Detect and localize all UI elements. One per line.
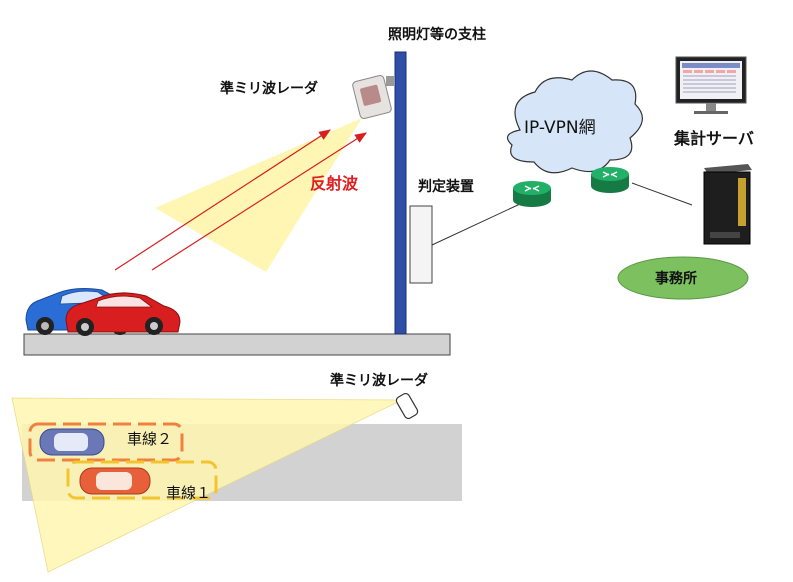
link-router-server xyxy=(631,182,693,206)
judgment-device-label: 判定装置 xyxy=(418,179,474,195)
radar-top-label: 準ミリ波レーダ xyxy=(330,373,428,389)
radar-sensor-icon xyxy=(352,75,394,119)
radar-sensor-top-icon xyxy=(395,392,419,420)
lane2-detection-box xyxy=(28,422,184,462)
lane1-detection-box xyxy=(66,460,218,500)
lane2-label: 車線２ xyxy=(127,430,173,448)
ground-slab xyxy=(23,333,451,356)
network-label: IP-VPN網 xyxy=(524,118,596,138)
car-top-blue-icon xyxy=(39,428,105,456)
radar-beam-side xyxy=(155,118,362,272)
router-icon xyxy=(591,167,629,193)
reflected-arrow-2 xyxy=(151,132,368,271)
car-top-orange-icon xyxy=(79,467,151,495)
reflected-wave-label: 反射波 xyxy=(310,174,359,193)
cloud-icon xyxy=(506,70,643,174)
radar-side-label: 準ミリ波レーダ xyxy=(220,81,318,97)
radar-beam-top xyxy=(11,397,403,573)
lane1-label: 車線１ xyxy=(166,484,212,502)
link-device-router xyxy=(431,203,521,246)
server-label: 集計サーバ xyxy=(674,129,754,148)
red-car-icon xyxy=(65,292,181,336)
server-tower-icon xyxy=(703,164,752,245)
office-label: 事務所 xyxy=(655,271,697,287)
judgment-device-box xyxy=(409,205,433,284)
pole-label: 照明灯等の支柱 xyxy=(388,27,486,43)
pole xyxy=(394,51,407,335)
monitor-icon xyxy=(675,56,747,114)
office-ellipse xyxy=(617,256,749,300)
reflected-arrow-1 xyxy=(114,129,332,271)
router-icon xyxy=(513,181,551,207)
